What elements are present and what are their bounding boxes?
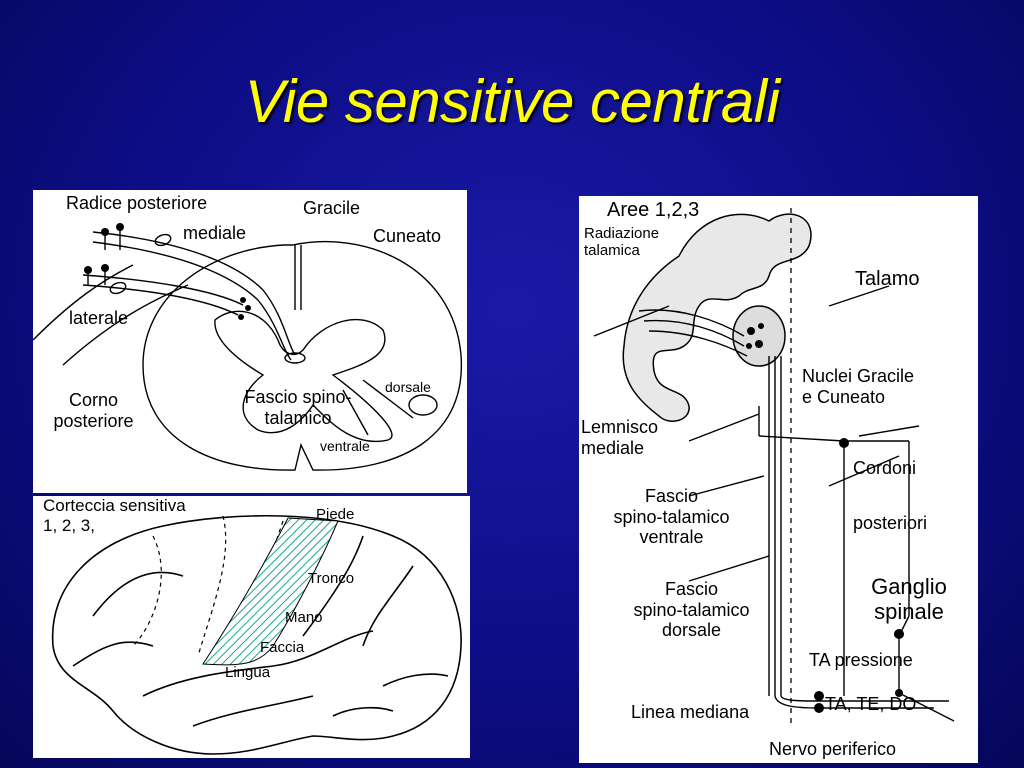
label-faccia: Faccia [260, 639, 305, 656]
slide-title: Vie sensitive centrali [244, 68, 780, 135]
label-fascio-spino-talamico: Fascio spino- talamico [244, 387, 352, 428]
label-corteccia-sensitiva: Corteccia sensitiva 1, 2, 3, [43, 496, 186, 535]
label-linea-mediana: Linea mediana [631, 702, 750, 722]
pathway-panel: Aree 1,2,3 Radiazione talamica Talamo Nu… [579, 196, 978, 763]
label-talamo: Talamo [855, 268, 920, 290]
label-laterale: laterale [69, 308, 129, 328]
label-posteriori: posteriori [853, 513, 928, 533]
label-ganglio-spinale: Ganglio spinale [871, 574, 947, 625]
label-aree: Aree 1,2,3 [607, 199, 700, 221]
label-cordoni: Cordoni [853, 458, 917, 478]
label-lemnisco-mediale: Lemnisco mediale [581, 417, 659, 458]
label-cuneato: Cuneato [373, 226, 442, 246]
label-mano: Mano [285, 609, 323, 626]
label-radiazione-talamica: Radiazione talamica [584, 225, 660, 260]
label-radice-posteriore: Radice posteriore [66, 193, 208, 213]
label-dorsale: dorsale [385, 379, 431, 395]
label-fascio-spino-talamico-dorsale: Fascio spino-talamico dorsale [633, 579, 750, 641]
label-nuclei-gracile-cuneato: Nuclei Gracile e Cuneato [802, 366, 915, 407]
cortex-panel: Corteccia sensitiva 1, 2, 3, Piede Tronc… [33, 496, 470, 758]
label-gracile: Gracile [303, 198, 361, 218]
label-ta-te-do: TA, TE, DO [825, 694, 917, 714]
label-piede: Piede [316, 506, 355, 523]
pathway-drawing [593, 208, 955, 726]
label-corno-posteriore: Corno posteriore [53, 390, 134, 431]
label-lingua: Lingua [225, 664, 271, 681]
label-ventrale: ventrale [320, 438, 370, 454]
label-ta-pressione: TA pressione [809, 650, 913, 670]
label-tronco: Tronco [308, 570, 355, 587]
spinal-cord-drawing [33, 223, 463, 471]
label-mediale: mediale [183, 223, 247, 243]
cortex-drawing [51, 514, 462, 755]
label-nervo-periferico: Nervo periferico [769, 739, 897, 759]
spinal-cord-panel: Radice posteriore Gracile mediale Cuneat… [33, 190, 467, 493]
label-fascio-spino-talamico-ventrale: Fascio spino-talamico ventrale [613, 486, 730, 548]
